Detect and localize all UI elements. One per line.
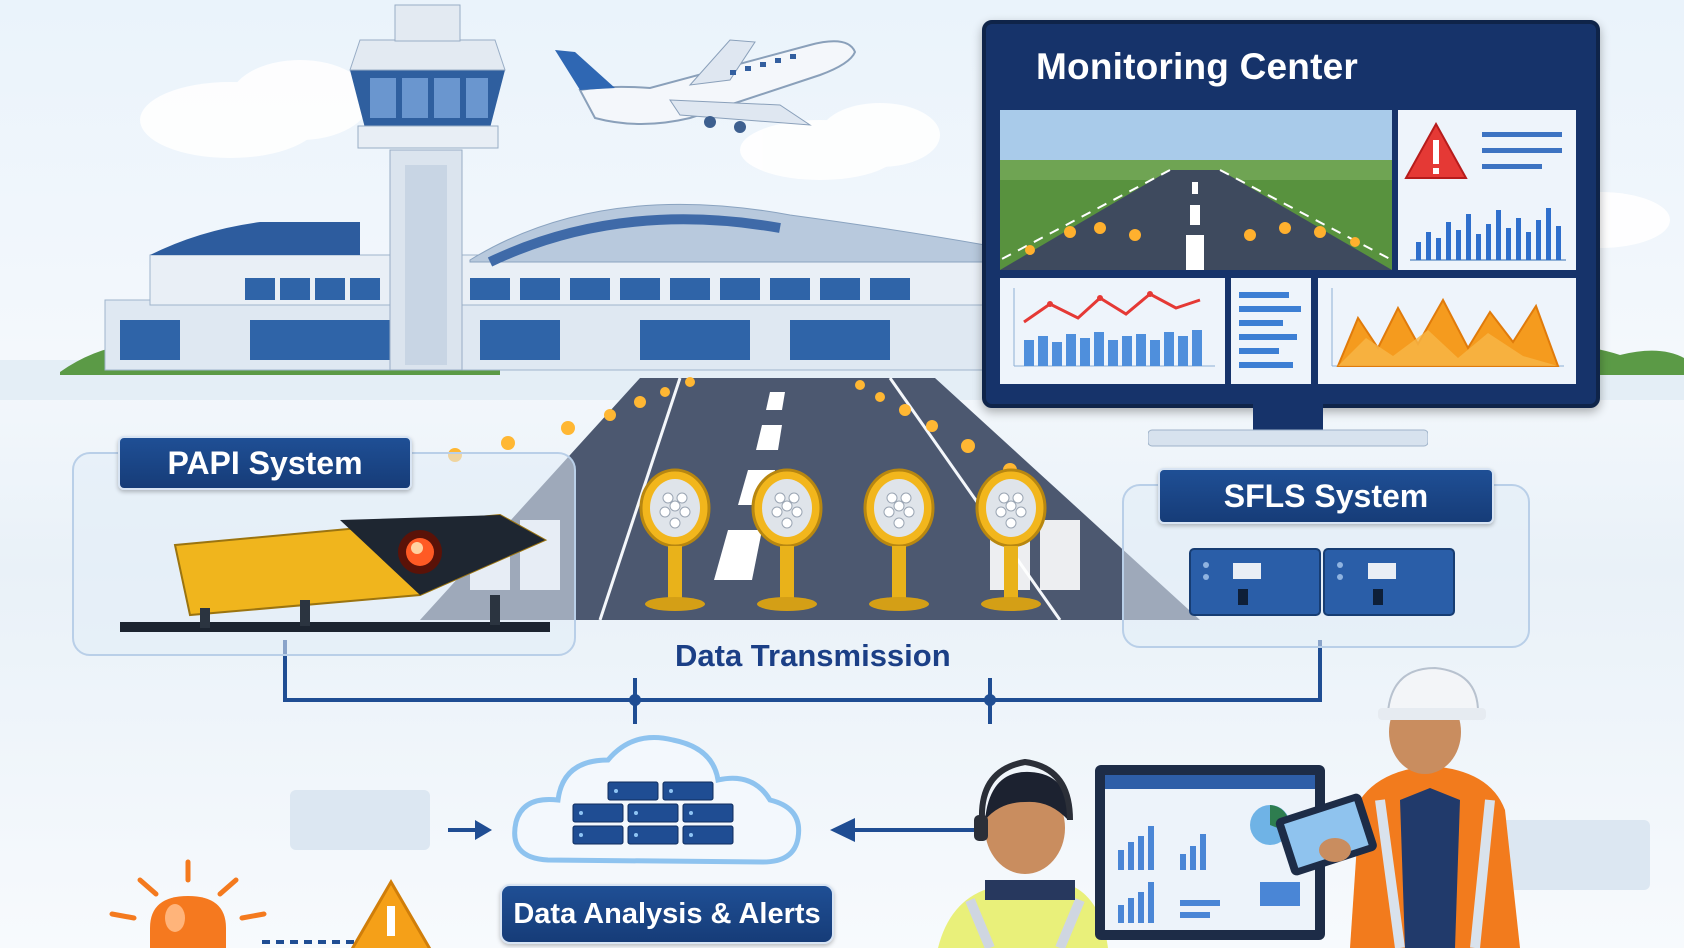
operators-illustration [938,666,1520,948]
papi-system-label: PAPI System [118,436,412,490]
warning-icon [1404,121,1468,179]
monitoring-center-monitor: Monitoring Center [982,20,1600,408]
sfls-system-label: SFLS System [1158,468,1494,524]
approach-light-2 [751,468,823,611]
approach-light-4 [975,468,1047,611]
trend-chart-panel [1000,278,1225,384]
runway-edge-lights [448,377,1017,477]
area-chart-panel [1318,278,1576,384]
approach-light-fixtures [639,468,1047,611]
sky-clouds [140,60,1670,248]
cloud-server-icon [512,735,802,865]
airplane-icon [555,39,857,133]
control-tower-icon [349,4,506,371]
sfls-controller-units [1189,548,1455,616]
monitoring-center-title: Monitoring Center [1036,46,1358,87]
papi-light-unit [120,513,550,632]
alarm-beacon-icon [109,859,267,948]
monitor-stand [1148,400,1428,447]
operator-headset [938,758,1108,948]
data-transmission-label: Data Transmission [675,638,951,673]
approach-light-1 [639,468,711,611]
approach-light-3 [863,468,935,611]
runway-camera-view [1000,110,1392,270]
alert-panel [1398,110,1576,270]
terminal-building [104,203,991,371]
desk-monitor [1095,765,1325,940]
dashed-link [262,940,362,944]
status-list-panel [1231,278,1311,384]
arrow-icons [448,818,975,842]
operator-hardhat [1275,666,1520,948]
data-analysis-alerts-label: Data Analysis & Alerts [500,884,834,944]
warning-triangle-icon [350,879,432,948]
